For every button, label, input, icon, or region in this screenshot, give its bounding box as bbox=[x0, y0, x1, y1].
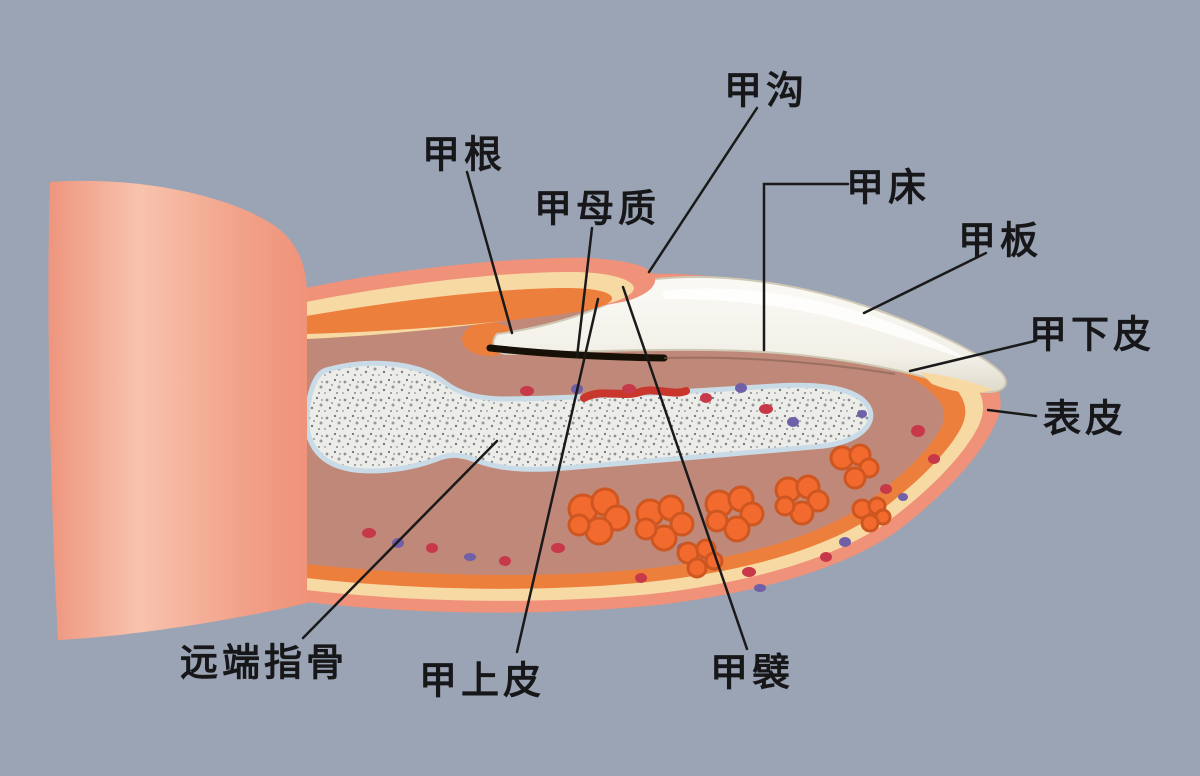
label-distal-phalanx: 远端指骨 bbox=[179, 642, 349, 685]
leader-hyponychium bbox=[908, 339, 1037, 373]
label-nail-groove: 甲沟 bbox=[723, 70, 809, 113]
label-nail-bed: 甲床 bbox=[845, 167, 931, 210]
leader-nail-groove bbox=[647, 106, 759, 274]
label-nail-fold: 甲襞 bbox=[709, 652, 795, 695]
label-eponychium: 甲上皮 bbox=[418, 660, 546, 703]
nail-highlight bbox=[662, 288, 970, 361]
blood-vessel-purple-dots bbox=[392, 383, 908, 592]
label-hyponychium: 甲下皮 bbox=[1028, 314, 1156, 357]
nail-bed-seam bbox=[663, 356, 896, 375]
label-nail-root: 甲根 bbox=[421, 134, 507, 177]
label-nail-matrix: 甲母质 bbox=[533, 188, 661, 231]
proximal-nail-fold bbox=[306, 257, 656, 339]
leader-nail-matrix bbox=[575, 226, 594, 359]
leader-lines bbox=[301, 106, 1038, 654]
finger-base bbox=[48, 180, 307, 640]
leader-eponychium bbox=[515, 297, 600, 654]
leader-epidermis bbox=[986, 408, 1038, 418]
fat-pad bbox=[567, 443, 892, 579]
matrix-dark-line bbox=[486, 344, 668, 362]
blood-vessel-squiggle bbox=[580, 386, 690, 402]
finger-cross-section bbox=[48, 180, 1007, 640]
label-epidermis: 表皮 bbox=[1042, 398, 1128, 441]
label-nail-plate: 甲板 bbox=[957, 220, 1043, 263]
distal-phalanx-bone bbox=[304, 360, 874, 474]
leader-nail-plate bbox=[862, 251, 988, 315]
hyponychium-wedge bbox=[920, 372, 992, 393]
leader-nail-root bbox=[465, 170, 514, 335]
leader-distal-phalanx bbox=[301, 439, 499, 640]
leader-nail-fold bbox=[621, 285, 749, 651]
leader-nail-bed bbox=[762, 182, 850, 352]
blood-vessel-red-dots bbox=[362, 384, 940, 583]
nail-plate-shape bbox=[492, 276, 1007, 394]
